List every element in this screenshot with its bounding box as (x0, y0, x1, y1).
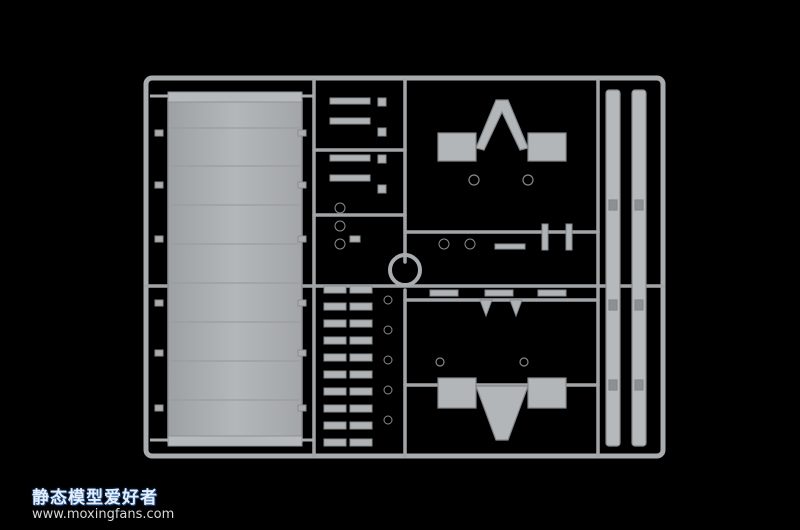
watermark-title: 静态模型爱好者 (32, 488, 158, 508)
upper-chassis-part (437, 99, 567, 186)
middle-mechanism-parts (429, 223, 573, 318)
upper-middle-brackets (329, 97, 387, 250)
long-side-rails (605, 89, 647, 447)
watermark-url: www.moxingfans.com (32, 507, 175, 522)
lower-chassis-part (435, 357, 567, 441)
lower-middle-parts (323, 285, 393, 447)
large-floor-plate (150, 91, 314, 447)
left-column-clips (154, 129, 307, 412)
runner-ring (388, 253, 422, 287)
